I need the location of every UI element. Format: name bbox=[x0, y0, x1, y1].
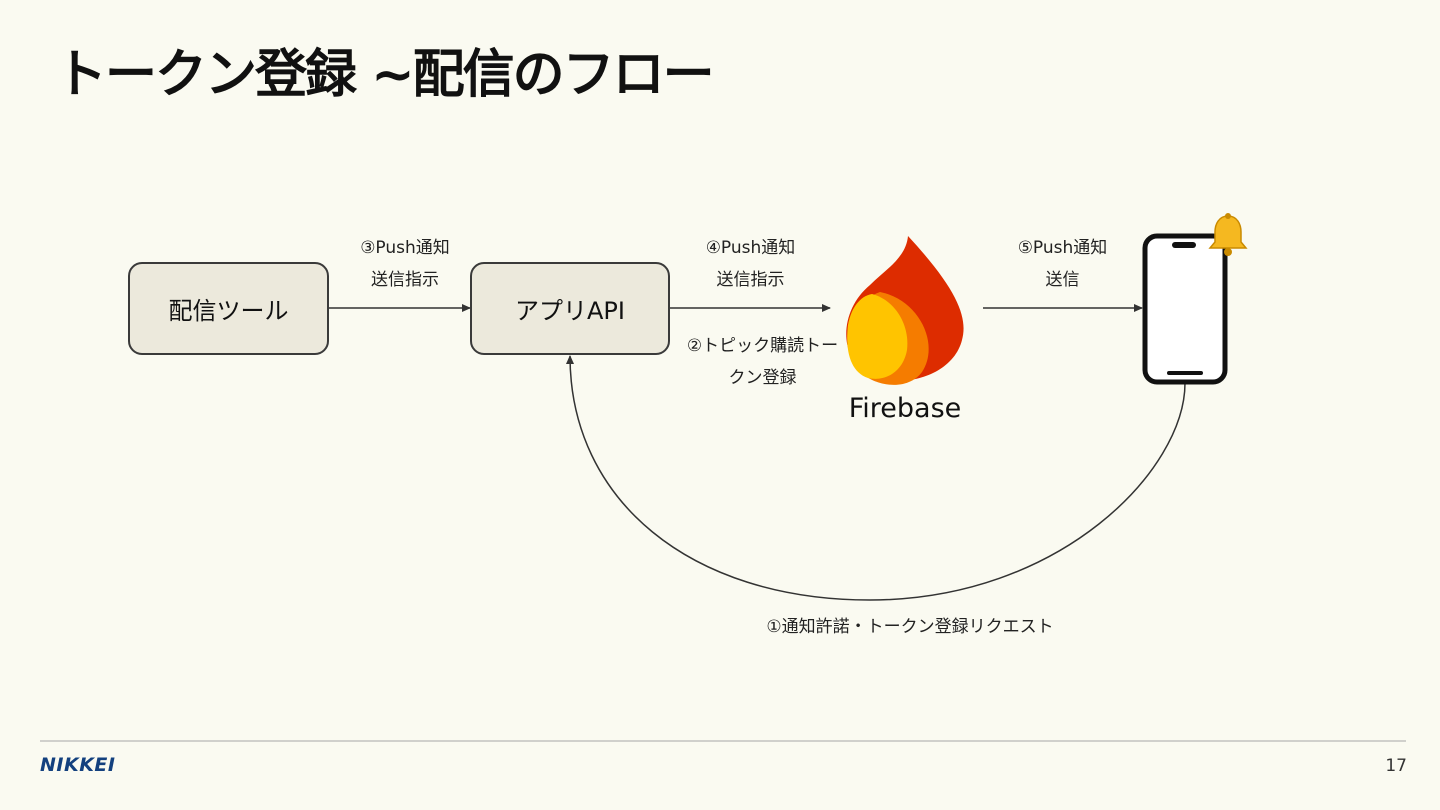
edge-label-topic-register: ②トピック購読トー クン登録 bbox=[686, 336, 839, 388]
smartphone-icon bbox=[1142, 233, 1228, 385]
edge-label-push-to-firebase: ④Push通知 送信指示 bbox=[705, 238, 796, 290]
bell-icon bbox=[1208, 213, 1248, 256]
app-api-label: アプリAPI bbox=[515, 297, 625, 325]
edge-phone-to-api bbox=[566, 355, 1186, 601]
edge-label-register-request: ①通知許諾・トークン登録リクエスト bbox=[766, 617, 1054, 637]
firebase-label: Firebase bbox=[848, 393, 962, 424]
firebase-logo-icon bbox=[846, 236, 964, 385]
page-number: 17 bbox=[1385, 756, 1407, 776]
nikkei-logo: NIKKEI bbox=[40, 754, 116, 776]
slide-title: トークン登録 ~配信のフロー bbox=[55, 45, 715, 105]
delivery-tool-label: 配信ツール bbox=[168, 297, 289, 325]
delivery-tool-node: 配信ツール bbox=[128, 262, 329, 355]
app-api-node: アプリAPI bbox=[470, 262, 670, 355]
edge-label-push-instruction: ③Push通知 送信指示 bbox=[360, 238, 450, 290]
footer-divider bbox=[40, 740, 1406, 742]
edge-label-push-send: ⑤Push通知 送信 bbox=[1017, 238, 1108, 290]
